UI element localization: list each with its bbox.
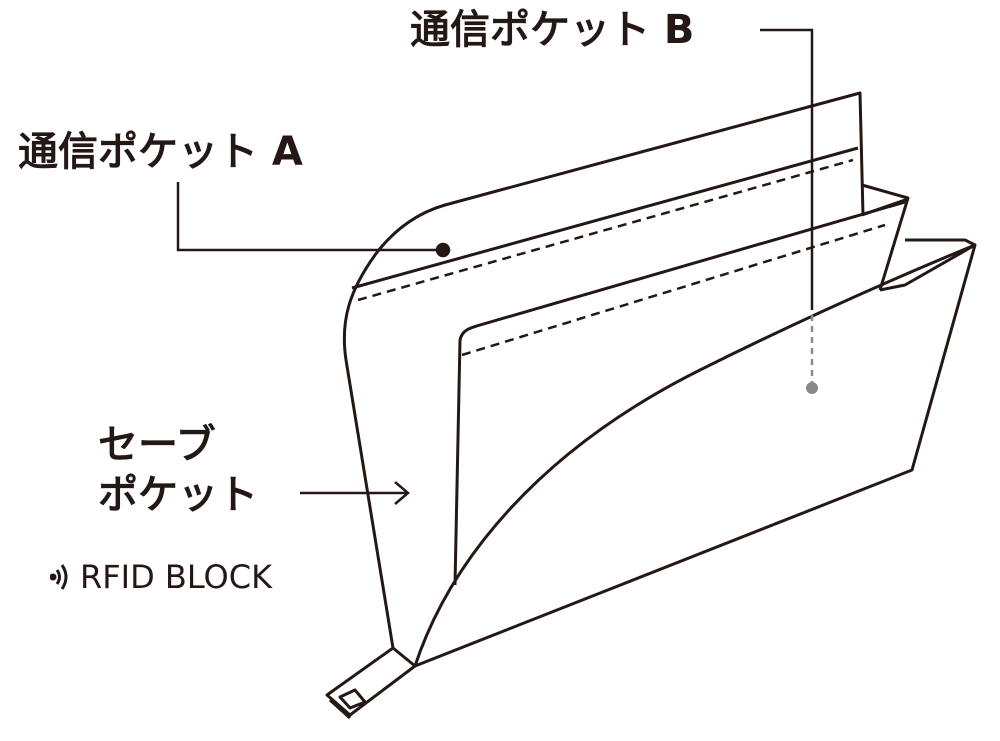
back-fold — [351, 146, 859, 290]
front-panel — [413, 238, 977, 668]
leader-dot-b — [806, 382, 818, 394]
rfid-label: RFID BLOCK — [80, 558, 273, 596]
inner-stitch — [461, 223, 886, 357]
rfid-badge: RFID BLOCK — [50, 558, 272, 596]
leader-dot-a — [435, 242, 451, 258]
label-pocket-b: 通信ポケット B — [410, 7, 695, 53]
tab — [325, 646, 417, 720]
leader-line-a — [176, 182, 443, 252]
label-save-pocket-1: セーブ — [98, 422, 216, 468]
middle-panel — [861, 183, 910, 291]
inner-panel — [453, 200, 906, 586]
leader-line-b — [760, 28, 814, 310]
save-pocket-arrow — [300, 481, 410, 505]
back-stitch — [357, 158, 854, 302]
label-save-pocket-2: ポケット — [98, 472, 258, 518]
label-pocket-a: 通信ポケット A — [18, 129, 303, 175]
rfid-wave-icon — [50, 564, 68, 590]
back-panel — [342, 91, 865, 649]
